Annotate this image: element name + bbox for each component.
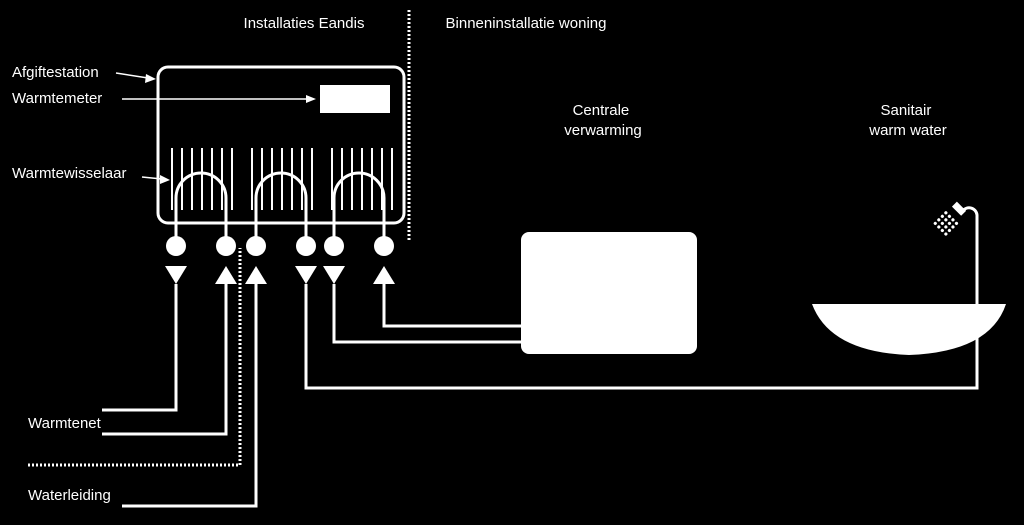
label-warmtemeter: Warmtemeter [12, 90, 102, 107]
arrowhead-afgiftestation [145, 74, 156, 83]
arrowhead-warmtewisselaar [160, 175, 170, 184]
exchanger-loops [174, 171, 386, 245]
label-sanitair: Sanitair [880, 102, 931, 119]
pipe-warmtenet-return [102, 284, 228, 436]
title-binneninstallatie-woning: Binneninstallatie woning [446, 15, 607, 32]
pipe-waterleiding [122, 284, 258, 508]
label-sanitair-warm-water: Sanitair warm water [868, 102, 947, 139]
label-waterleiding: Waterleiding [28, 487, 111, 504]
pipe-heating-return [382, 284, 522, 328]
warmtewisselaar-fins [171, 148, 393, 210]
label-warm-water: warm water [868, 122, 947, 139]
label-centrale-verwarming: Centrale verwarming [564, 102, 642, 139]
meter-display-icon [320, 85, 390, 113]
bathtub-icon [812, 304, 1006, 355]
leader-warmtewisselaar [141, 176, 163, 180]
arrowhead-warmtemeter [306, 95, 316, 103]
title-installaties-eandis: Installaties Eandis [244, 15, 365, 32]
leader-afgiftestation [115, 72, 149, 79]
label-verwarming: verwarming [564, 122, 642, 139]
valves [166, 236, 394, 256]
label-warmtewisselaar: Warmtewisselaar [12, 165, 126, 182]
flow-arrows [165, 266, 395, 284]
boundary-divider-lower [28, 248, 242, 467]
label-centrale: Centrale [573, 102, 630, 119]
label-warmtenet: Warmtenet [28, 415, 102, 432]
shower-head-icon [933, 201, 967, 236]
afgiftestation-box [156, 65, 406, 225]
label-afgiftestation: Afgiftestation [12, 64, 99, 81]
pipe-heating-supply [332, 284, 522, 344]
radiator-icon [521, 232, 697, 354]
pipe-warmtenet-supply [102, 284, 178, 412]
